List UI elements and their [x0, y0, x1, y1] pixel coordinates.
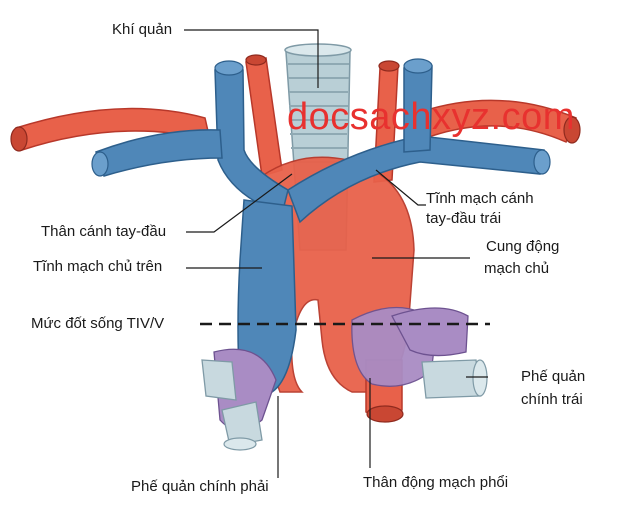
right-subclavian-vein — [91, 129, 223, 177]
label-left-brachiocephalic-vein-line1: Tĩnh mạch cánh — [426, 190, 534, 207]
label-aortic-arch-line1: Cung động — [486, 238, 560, 255]
label-pulmonary-trunk: Thân động mạch phổi — [363, 474, 509, 491]
watermark-text: docsachxyz.com — [287, 96, 575, 138]
left-subclavian-artery — [419, 99, 581, 144]
label-aortic-arch-line2: mạch chủ — [484, 260, 550, 277]
right-common-carotid-artery — [245, 54, 283, 177]
label-trachea: Khí quản — [112, 21, 173, 38]
label-left-brachiocephalic-vein-line2: tay-đầu trái — [426, 210, 502, 227]
label-brachiocephalic-trunk: Thân cánh tay-đầu — [41, 223, 167, 240]
label-left-main-bronchus-line1: Phế quản — [521, 368, 586, 385]
right-main-bronchus-shape — [201, 348, 277, 451]
label-vertebral-level: Mức đốt sống TIV/V — [31, 315, 165, 332]
pulmonary-trunk-shape — [351, 306, 469, 387]
label-left-main-bronchus-line2: chính trái — [521, 391, 583, 408]
label-superior-vena-cava: Tĩnh mạch chủ trên — [33, 258, 163, 275]
left-main-bronchus-shape — [421, 359, 488, 399]
left-brachiocephalic-vein-shape — [287, 58, 551, 224]
leader-lines — [184, 29, 488, 478]
right-subclavian-artery — [10, 107, 212, 152]
label-right-main-bronchus: Phế quản chính phải — [131, 478, 269, 495]
